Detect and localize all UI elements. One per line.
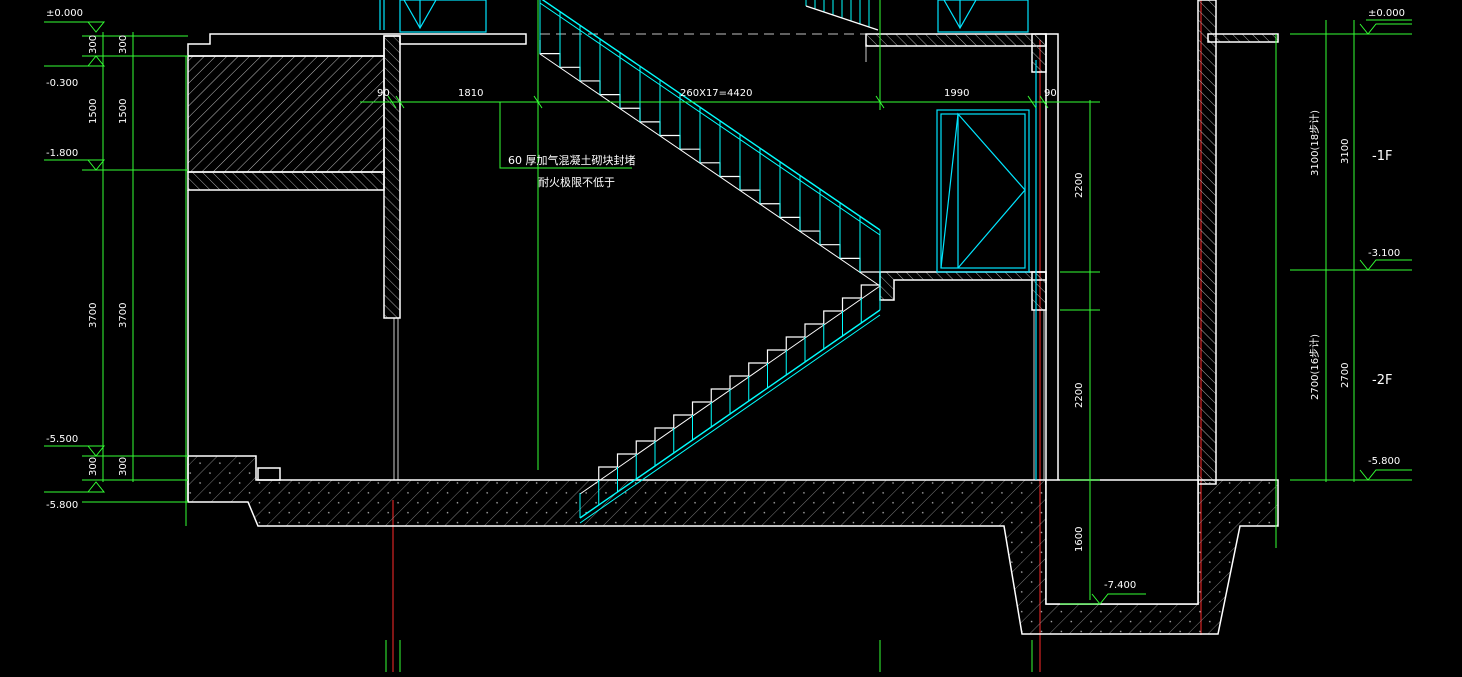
dim-story1-total: 3100(18步计) — [1308, 110, 1321, 176]
tick-6 — [1039, 95, 1049, 109]
dim-inner-1500: 1500 — [118, 99, 129, 124]
structure — [187, 0, 1279, 635]
lower-stair-flight — [579, 272, 881, 495]
dimensions — [44, 0, 1412, 672]
door-top-right — [937, 0, 1029, 33]
fire-door-mid — [936, 109, 1030, 273]
stair-soffit — [539, 53, 881, 287]
tick-1 — [387, 95, 397, 109]
landing-slab — [879, 271, 1047, 301]
elev-low-right: -5.800 — [1368, 456, 1400, 467]
bottom-slab — [187, 455, 1279, 635]
elev-l3-left: -1.800 — [46, 148, 78, 159]
dim-door-upper: 2200 — [1074, 173, 1085, 198]
small-step — [257, 467, 281, 481]
elev-top-left: ±0.000 — [46, 8, 83, 19]
dim-outer-300-b: 300 — [88, 457, 99, 476]
dim-span-left: 1810 — [458, 88, 483, 99]
door-top-left — [399, 0, 487, 33]
dim-wall-left: 90 — [377, 88, 390, 99]
tick-2 — [395, 95, 405, 109]
dim-inner-300-b: 300 — [118, 457, 129, 476]
stairs — [539, 0, 881, 524]
handrail-top — [541, 0, 881, 231]
dim-inner-300-a: 300 — [118, 35, 129, 54]
dim-inner-3700: 3700 — [118, 303, 129, 328]
top-handrail — [805, 0, 879, 31]
top-slab-right — [865, 33, 1047, 47]
dim-outer-3700: 3700 — [88, 303, 99, 328]
elev-mark-pit — [1091, 593, 1146, 605]
stair-top-edge — [805, 5, 879, 31]
handrail-inner — [579, 314, 881, 524]
left-slab — [187, 171, 385, 191]
shaft-top-cap — [1207, 33, 1279, 43]
elev-l4-left: -5.500 — [46, 434, 78, 445]
elev-pit: -7.400 — [1104, 580, 1136, 591]
tick-5 — [1027, 95, 1037, 109]
elev-mark-l4 — [44, 445, 106, 457]
dim-wall-right: 90 — [1044, 88, 1057, 99]
stair-treads — [580, 272, 881, 481]
elev-mark-l3 — [44, 159, 106, 171]
dim-pit: 1600 — [1074, 527, 1085, 552]
elev-mark-l2 — [44, 55, 106, 67]
dim-story2-total: 2700(16步计) — [1308, 334, 1321, 400]
labels: ±0.000 -0.300 -1.800 -5.500 -5.800 300 1… — [46, 8, 1405, 591]
left-wall — [383, 35, 401, 319]
dim-story1: 3100 — [1340, 139, 1351, 164]
elev-mark-r-low — [1359, 469, 1412, 481]
dim-stair-span: 260X17=4420 — [680, 88, 753, 99]
dim-span-right: 1990 — [944, 88, 969, 99]
elev-mark-r-mid — [1359, 259, 1412, 271]
bottom-slab-void — [1045, 479, 1199, 605]
note-leader — [499, 102, 632, 169]
dim-outer-1500: 1500 — [88, 99, 99, 124]
dim-outer-300-a: 300 — [88, 35, 99, 54]
upper-handrail — [539, 0, 881, 286]
elev-top-right: ±0.000 — [1368, 8, 1405, 19]
right-wall-upper — [1031, 33, 1047, 73]
construction-lines — [393, 33, 1045, 480]
shaft-wall-right — [1197, 0, 1217, 485]
right-wall-mid — [1031, 271, 1047, 311]
handrail-inner — [539, 2, 881, 236]
left-hatched-mass — [187, 55, 385, 173]
lower-handrail — [579, 285, 881, 524]
elev-mark-r-top — [1359, 23, 1412, 35]
dim-story2: 2700 — [1340, 363, 1351, 388]
openings — [379, 0, 1037, 480]
elev-l2-left: -0.300 — [46, 78, 78, 89]
note-line-1: 60 厚加气混凝土砌块封堵 — [508, 153, 636, 167]
elev-mid-right: -3.100 — [1368, 248, 1400, 259]
floor-label-1f: -1F — [1372, 149, 1392, 164]
note-line-2: 耐火极限不低于 — [538, 175, 615, 189]
elev-mark-top — [44, 21, 106, 33]
floor-label-2f: -2F — [1372, 373, 1392, 388]
elev-mark-bot — [44, 481, 106, 493]
dim-door-lower: 2200 — [1074, 383, 1085, 408]
elev-bottom-left: -5.800 — [46, 500, 78, 511]
top-slab — [187, 33, 527, 57]
